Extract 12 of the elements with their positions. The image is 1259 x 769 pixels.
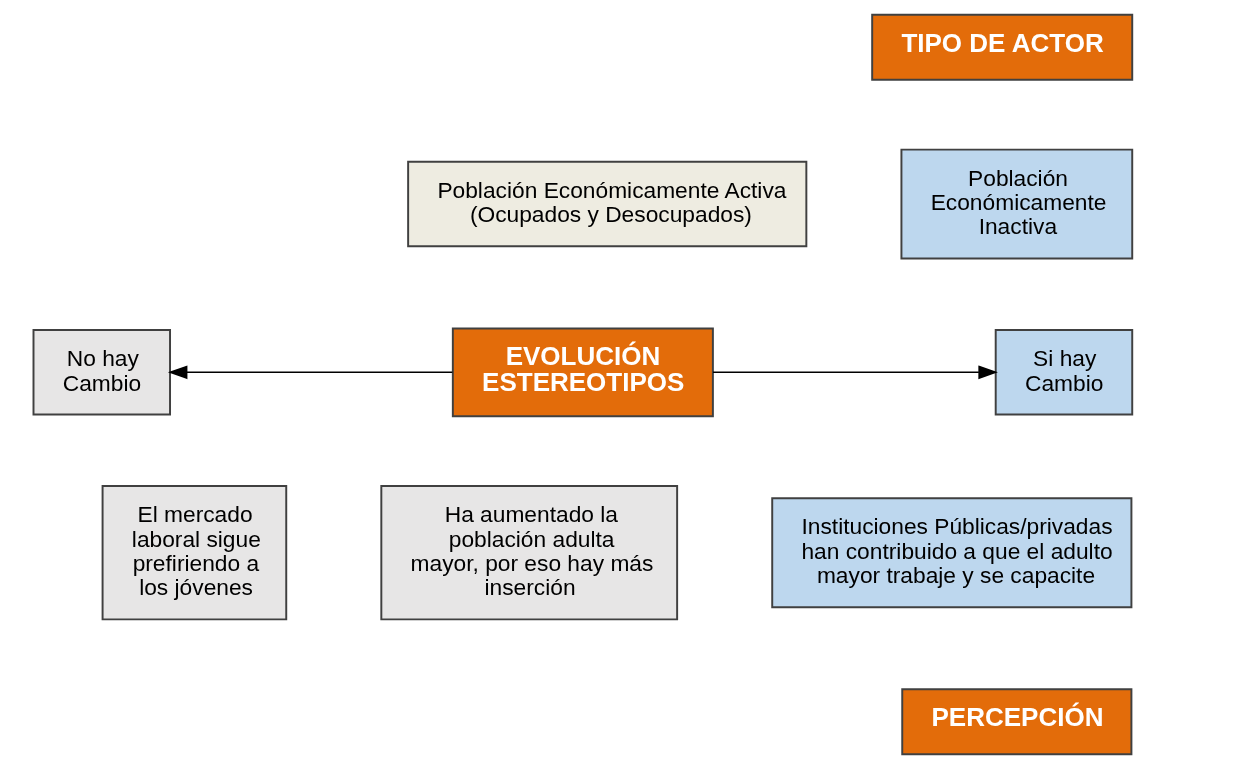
node-box: Población Económicamente Activa (Ocupados y Desocupados) xyxy=(406,160,807,248)
arrow xyxy=(711,365,998,380)
node-box: EVOLUCIÓN ESTEREOTIPOS xyxy=(451,327,714,418)
node-box: No hay Cambio xyxy=(32,329,171,416)
node-box: Instituciones Públicas/privadas han contribuido a que el adulto mayor trabaje y se capacite xyxy=(770,497,1132,609)
node-box: PERCEPCIÓN xyxy=(900,688,1132,756)
node-box: Población Económicamente Inactiva xyxy=(899,148,1133,260)
node-box: TIPO DE ACTOR xyxy=(870,13,1133,81)
arrow xyxy=(167,365,453,380)
node-box: El mercado laboral sigue prefiriendo a los jóvenes xyxy=(101,485,287,621)
node-box: Si hay Cambio xyxy=(994,329,1133,416)
node-box: Ha aumentado la población adulta mayor, por eso hay más inserción xyxy=(379,485,678,621)
